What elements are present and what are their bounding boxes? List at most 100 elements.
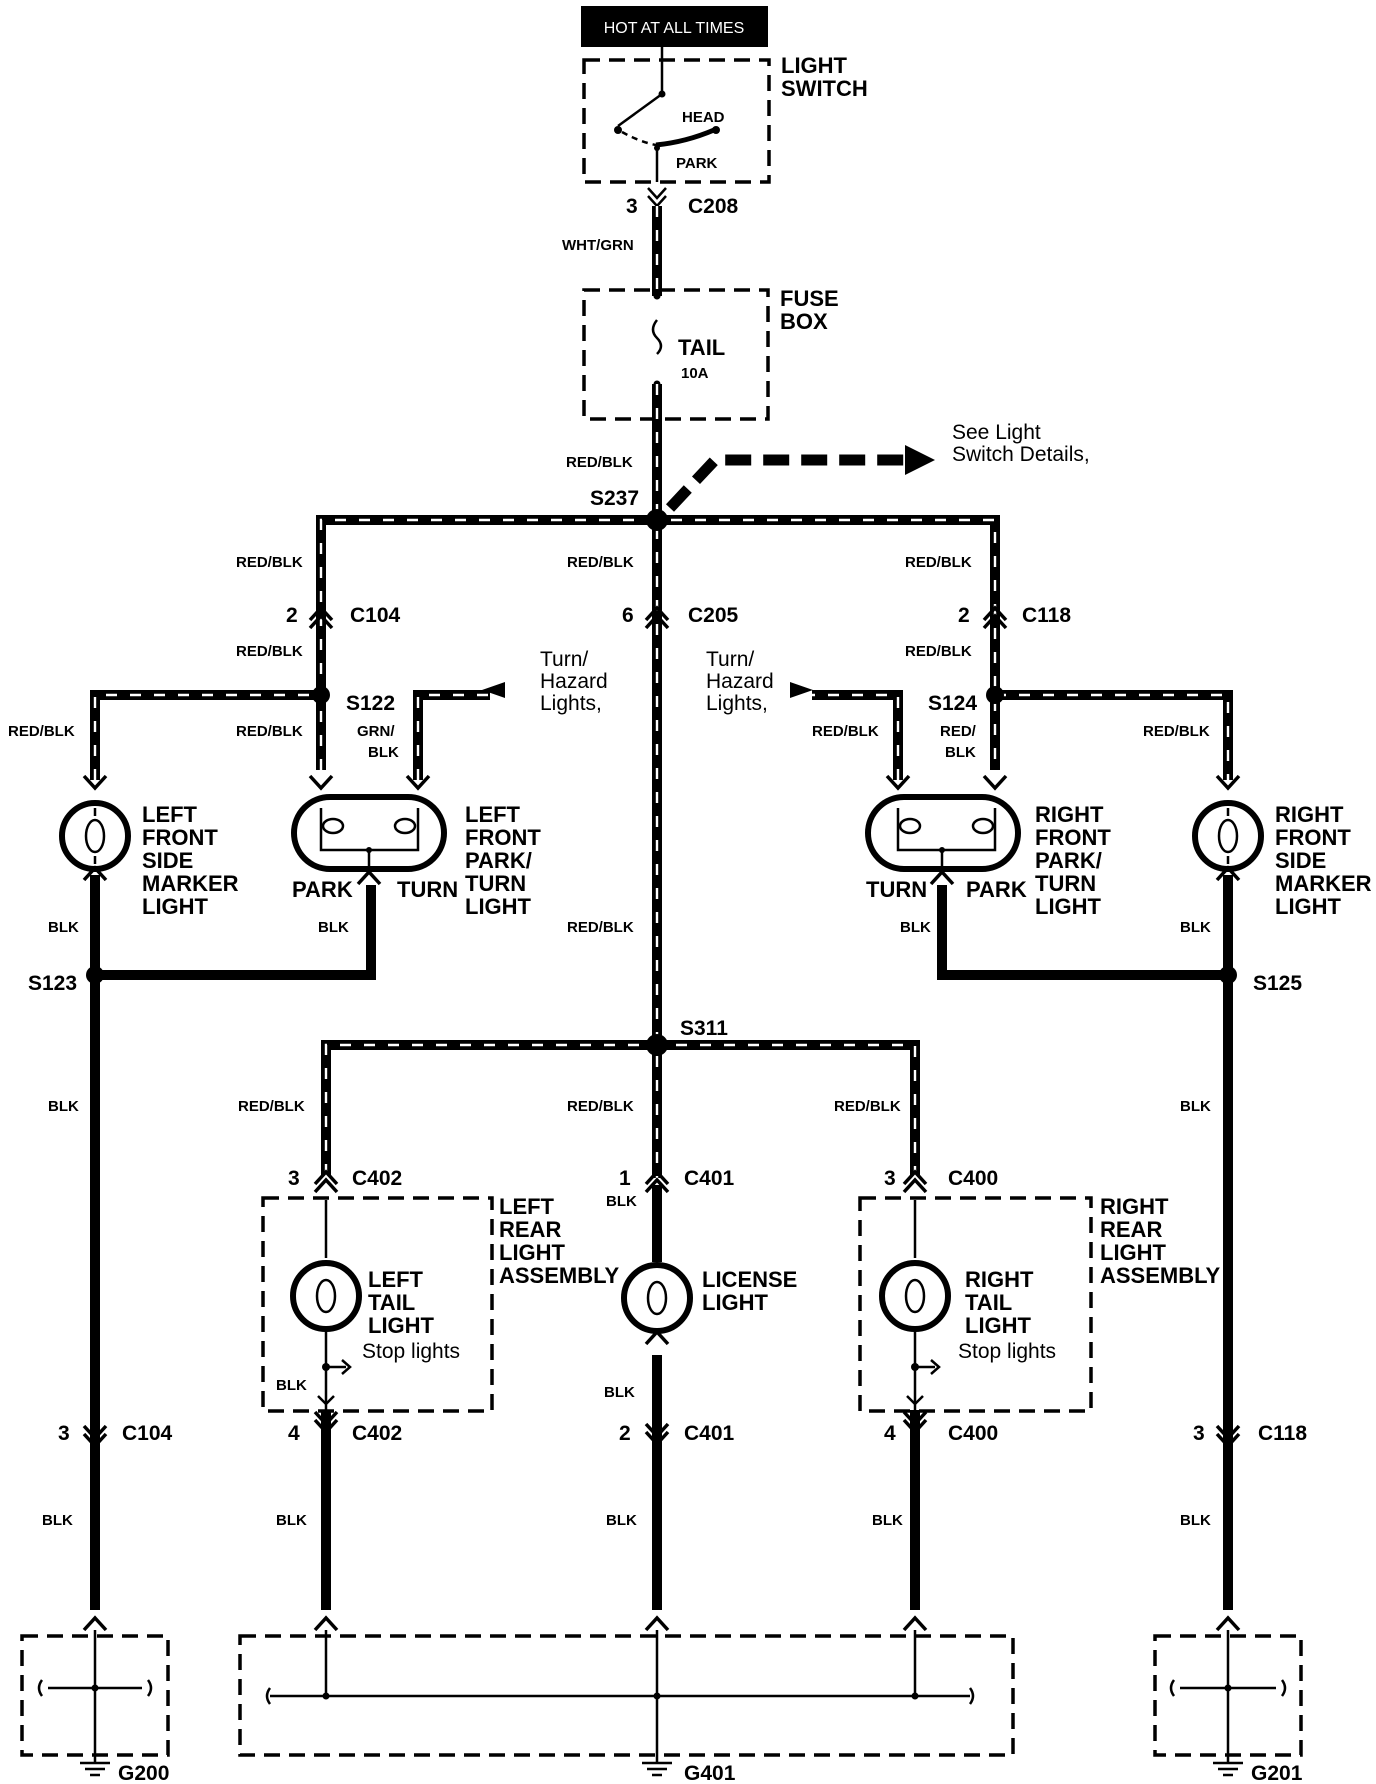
- svg-text:BLK: BLK: [606, 1512, 637, 1529]
- red-blk-feed-label: RED/BLK: [566, 454, 633, 471]
- left-front-side-marker-lamp: [59, 774, 131, 882]
- left-stop-lights: Stop lights: [362, 1340, 460, 1363]
- svg-text:BLK: BLK: [945, 744, 976, 761]
- svg-text:ASSEMBLY: ASSEMBLY: [499, 1263, 620, 1288]
- svg-text:BLK: BLK: [1180, 1512, 1211, 1529]
- left-park-label: PARK: [292, 877, 353, 902]
- svg-text:FRONT: FRONT: [465, 825, 541, 850]
- svg-text:PARK/: PARK/: [465, 848, 532, 873]
- fuse-rating: 10A: [681, 365, 709, 382]
- svg-text:LICENSE: LICENSE: [702, 1267, 797, 1292]
- splice-points: [86, 509, 1237, 1056]
- svg-text:RIGHT: RIGHT: [1035, 802, 1104, 827]
- c400-top-pin: 3: [884, 1167, 896, 1190]
- svg-text:BLK: BLK: [48, 919, 79, 936]
- svg-text:RED/BLK: RED/BLK: [567, 1098, 634, 1115]
- svg-text:TURN: TURN: [1035, 871, 1096, 896]
- right-front-side-marker-lamp: [1192, 774, 1264, 882]
- light-switch-label-1: LIGHT: [781, 53, 848, 78]
- svg-text:RED/BLK: RED/BLK: [1143, 723, 1210, 740]
- c401-top-name: C401: [684, 1167, 735, 1190]
- svg-text:BLK: BLK: [1180, 919, 1211, 936]
- license-light: [621, 1262, 693, 1346]
- fuse-box-label-1: FUSE: [780, 286, 839, 311]
- svg-text:LIGHT: LIGHT: [1100, 1240, 1167, 1265]
- svg-text:RED/BLK: RED/BLK: [567, 554, 634, 571]
- light-switch: HEAD PARK LIGHT SWITCH: [582, 47, 868, 184]
- c104-bot-pin: 3: [58, 1422, 70, 1445]
- splice-s311: S311: [680, 1017, 728, 1040]
- splice-s237: S237: [590, 487, 639, 510]
- svg-text:REAR: REAR: [499, 1217, 561, 1242]
- svg-text:LIGHT: LIGHT: [1035, 894, 1102, 919]
- left-turn-hazard-1: Turn/: [540, 648, 588, 671]
- ground-g201-label: G201: [1251, 1762, 1303, 1784]
- c118-top-pin: 2: [958, 604, 970, 627]
- svg-text:RIGHT: RIGHT: [1100, 1194, 1169, 1219]
- c400-bot-pin: 4: [884, 1422, 896, 1445]
- svg-text:HOT AT ALL TIMES: HOT AT ALL TIMES: [604, 20, 745, 37]
- splice-s123: S123: [28, 972, 77, 995]
- c402-top-pin: 3: [288, 1167, 300, 1190]
- ground-g401: [238, 1615, 1015, 1777]
- c118-bot-pin: 3: [1193, 1422, 1205, 1445]
- svg-text:RED/: RED/: [940, 723, 977, 740]
- svg-text:MARKER: MARKER: [1275, 871, 1372, 896]
- svg-text:RED/BLK: RED/BLK: [834, 1098, 901, 1115]
- ground-g201: [1153, 1615, 1303, 1777]
- svg-text:BLK: BLK: [48, 1098, 79, 1115]
- svg-text:LEFT: LEFT: [465, 802, 521, 827]
- right-turn-label: TURN: [866, 877, 927, 902]
- svg-text:SIDE: SIDE: [1275, 848, 1326, 873]
- ground-g401-label: G401: [684, 1762, 736, 1784]
- connectors: [82, 605, 1241, 1449]
- head-position-label: HEAD: [682, 109, 725, 126]
- svg-text:TAIL: TAIL: [965, 1290, 1012, 1315]
- ground-g200-label: G200: [118, 1762, 169, 1784]
- svg-text:LIGHT: LIGHT: [1275, 894, 1342, 919]
- c104-top-name: C104: [350, 604, 401, 627]
- see-light-switch-details: See Light Switch Details,: [665, 421, 1090, 512]
- wht-grn-wire-label: WHT/GRN: [562, 237, 634, 254]
- c208-name: C208: [688, 195, 739, 218]
- c118-top-name: C118: [1022, 604, 1071, 627]
- svg-text:RED/BLK: RED/BLK: [8, 723, 75, 740]
- svg-text:TAIL: TAIL: [368, 1290, 415, 1315]
- left-turn-hazard-3: Lights,: [540, 692, 602, 715]
- left-turn-hazard-feed: Turn/ Hazard Lights,: [482, 648, 608, 715]
- svg-text:BLK: BLK: [1180, 1098, 1211, 1115]
- svg-text:FRONT: FRONT: [1275, 825, 1351, 850]
- svg-text:BLK: BLK: [604, 1384, 635, 1401]
- right-front-park-turn-lamp: [865, 774, 1021, 886]
- svg-text:TURN: TURN: [465, 871, 526, 896]
- fuse-box-label-2: BOX: [780, 309, 828, 334]
- right-stop-lights: Stop lights: [958, 1340, 1056, 1363]
- svg-text:SIDE: SIDE: [142, 848, 193, 873]
- c400-bot-name: C400: [948, 1422, 998, 1445]
- see-details-1: See Light: [952, 421, 1041, 444]
- wire-labels: RED/BLK RED/BLK RED/BLK RED/BLK RED/BLK …: [8, 554, 1211, 1529]
- svg-text:RED/BLK: RED/BLK: [238, 1098, 305, 1115]
- right-turn-hazard-1: Turn/: [706, 648, 754, 671]
- left-turn-label: TURN: [397, 877, 458, 902]
- svg-text:RED/BLK: RED/BLK: [905, 643, 972, 660]
- svg-text:RIGHT: RIGHT: [1275, 802, 1344, 827]
- c401-bot-name: C401: [684, 1422, 735, 1445]
- c104-bot-name: C104: [122, 1422, 173, 1445]
- hot-at-all-times-banner: HOT AT ALL TIMES: [581, 6, 768, 47]
- svg-text:RED/BLK: RED/BLK: [236, 723, 303, 740]
- right-rear-light-assembly: [858, 1196, 1093, 1413]
- svg-text:RIGHT: RIGHT: [965, 1267, 1034, 1292]
- svg-text:BLK: BLK: [42, 1512, 73, 1529]
- right-turn-hazard-feed: Turn/ Hazard Lights,: [706, 648, 813, 715]
- svg-text:LIGHT: LIGHT: [499, 1240, 566, 1265]
- svg-text:MARKER: MARKER: [142, 871, 239, 896]
- svg-text:BLK: BLK: [606, 1193, 637, 1210]
- c118-bot-name: C118: [1258, 1422, 1307, 1445]
- svg-text:REAR: REAR: [1100, 1217, 1162, 1242]
- svg-text:BLK: BLK: [276, 1512, 307, 1529]
- svg-text:LEFT: LEFT: [142, 802, 198, 827]
- c400-top-name: C400: [948, 1167, 998, 1190]
- left-front-park-turn-lamp: [291, 774, 447, 886]
- svg-text:BLK: BLK: [318, 919, 349, 936]
